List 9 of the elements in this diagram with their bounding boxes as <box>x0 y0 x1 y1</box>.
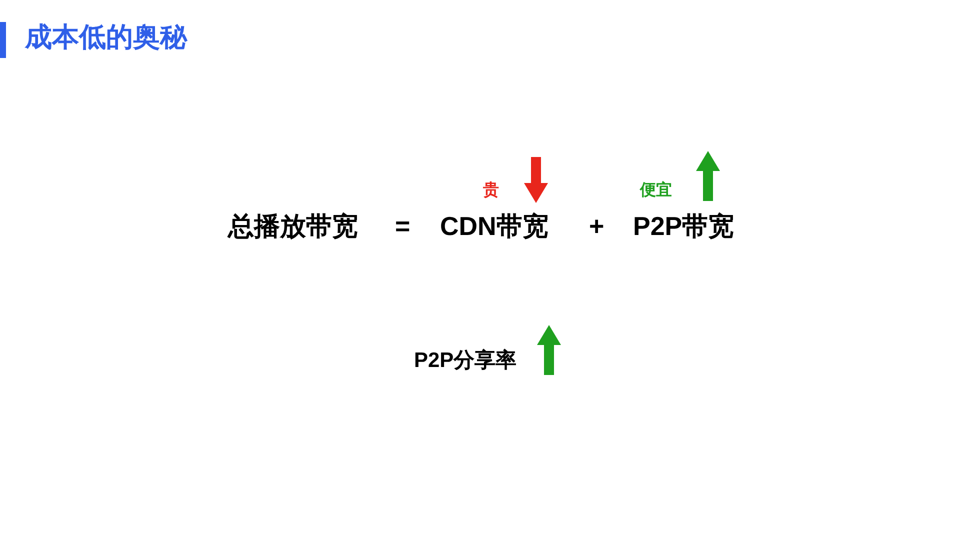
slide-title: 成本低的奥秘 <box>25 24 187 51</box>
operator-sign: + <box>589 213 604 239</box>
annotation-label: 贵 <box>483 183 499 199</box>
formula-term: P2P带宽 <box>633 213 734 239</box>
formula-term: 总播放带宽 <box>228 213 358 239</box>
annotation-label: 便宜 <box>640 183 672 199</box>
operator-sign: = <box>395 213 410 239</box>
factor-label: P2P分享率 <box>414 350 517 371</box>
formula-term: CDN带宽 <box>440 213 548 239</box>
